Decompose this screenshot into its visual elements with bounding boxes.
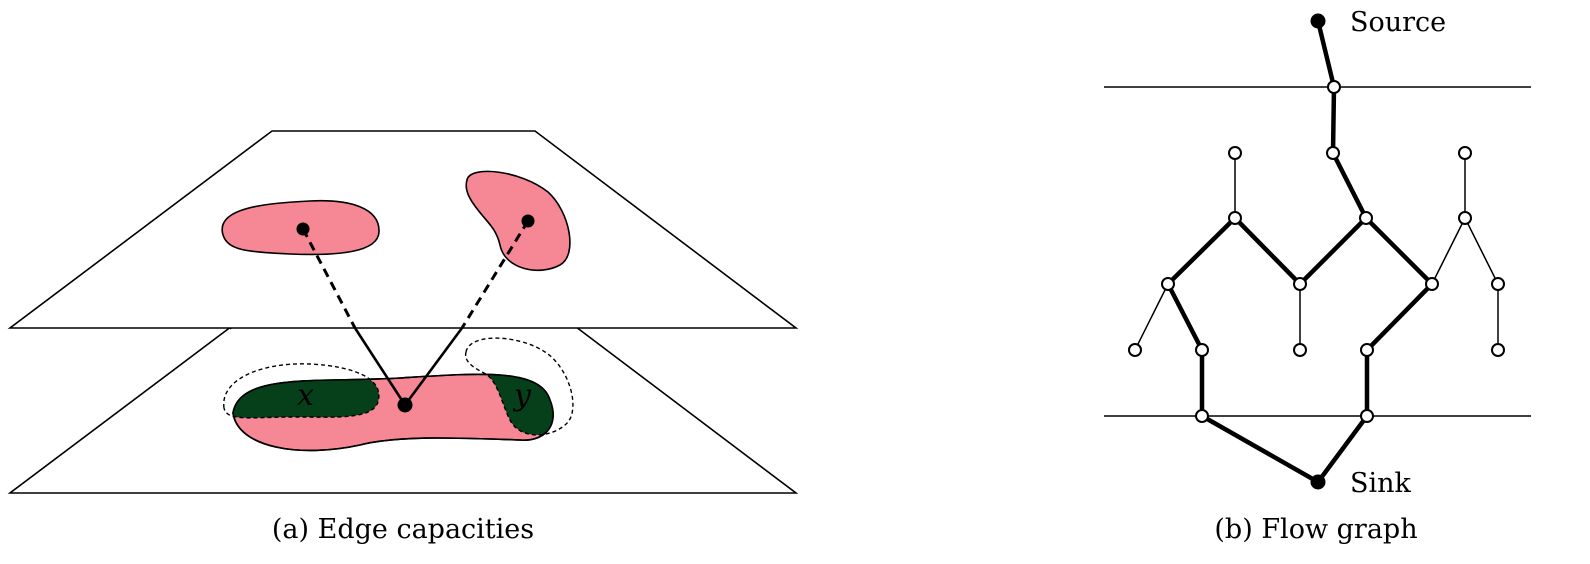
edge-dashed-left bbox=[301, 228, 357, 329]
projection-outline-left bbox=[223, 363, 380, 419]
node-upper-left bbox=[296, 222, 310, 236]
caption-a: (a) Edge capacities bbox=[272, 514, 534, 545]
panel-b: Source Sink (b) Flow graph bbox=[1104, 7, 1531, 545]
graph-nodes bbox=[1128, 80, 1505, 423]
node-open bbox=[1425, 277, 1439, 291]
source-node bbox=[1310, 13, 1326, 29]
panel-a: x y (a) Edge capacities bbox=[7, 130, 799, 545]
node-open bbox=[1360, 343, 1374, 357]
node-open bbox=[1293, 343, 1307, 357]
upper-plane bbox=[7, 130, 799, 329]
edge-solid-left bbox=[353, 327, 407, 406]
node-open bbox=[1359, 211, 1373, 225]
node-open bbox=[1491, 277, 1505, 291]
node-open bbox=[1491, 343, 1505, 357]
projection-outline-right bbox=[464, 337, 574, 436]
upper-region-right bbox=[465, 170, 571, 272]
node-open bbox=[1228, 211, 1242, 225]
sink-node bbox=[1310, 474, 1326, 490]
edge-dashed-right bbox=[460, 220, 530, 329]
overlap-region-y bbox=[465, 374, 554, 435]
node-lower bbox=[397, 397, 413, 413]
node-open bbox=[1293, 277, 1307, 291]
node-open bbox=[1326, 146, 1340, 160]
node-open bbox=[1458, 211, 1472, 225]
label-x: x bbox=[297, 378, 314, 413]
source-label: Source bbox=[1350, 7, 1446, 38]
node-open bbox=[1161, 277, 1175, 291]
node-open bbox=[1228, 146, 1242, 160]
node-open bbox=[1458, 146, 1472, 160]
sink-label: Sink bbox=[1350, 468, 1412, 499]
label-y: y bbox=[512, 378, 532, 413]
thin-edges bbox=[1134, 153, 1499, 351]
node-open bbox=[1327, 80, 1341, 94]
caption-b: (b) Flow graph bbox=[1214, 514, 1417, 545]
node-open bbox=[1195, 343, 1209, 357]
node-open bbox=[1195, 409, 1209, 423]
lower-region-outline bbox=[232, 373, 554, 452]
node-open bbox=[1128, 343, 1142, 357]
edge-solid-right bbox=[403, 327, 464, 406]
node-upper-right bbox=[521, 214, 535, 228]
node-open bbox=[1360, 409, 1374, 423]
